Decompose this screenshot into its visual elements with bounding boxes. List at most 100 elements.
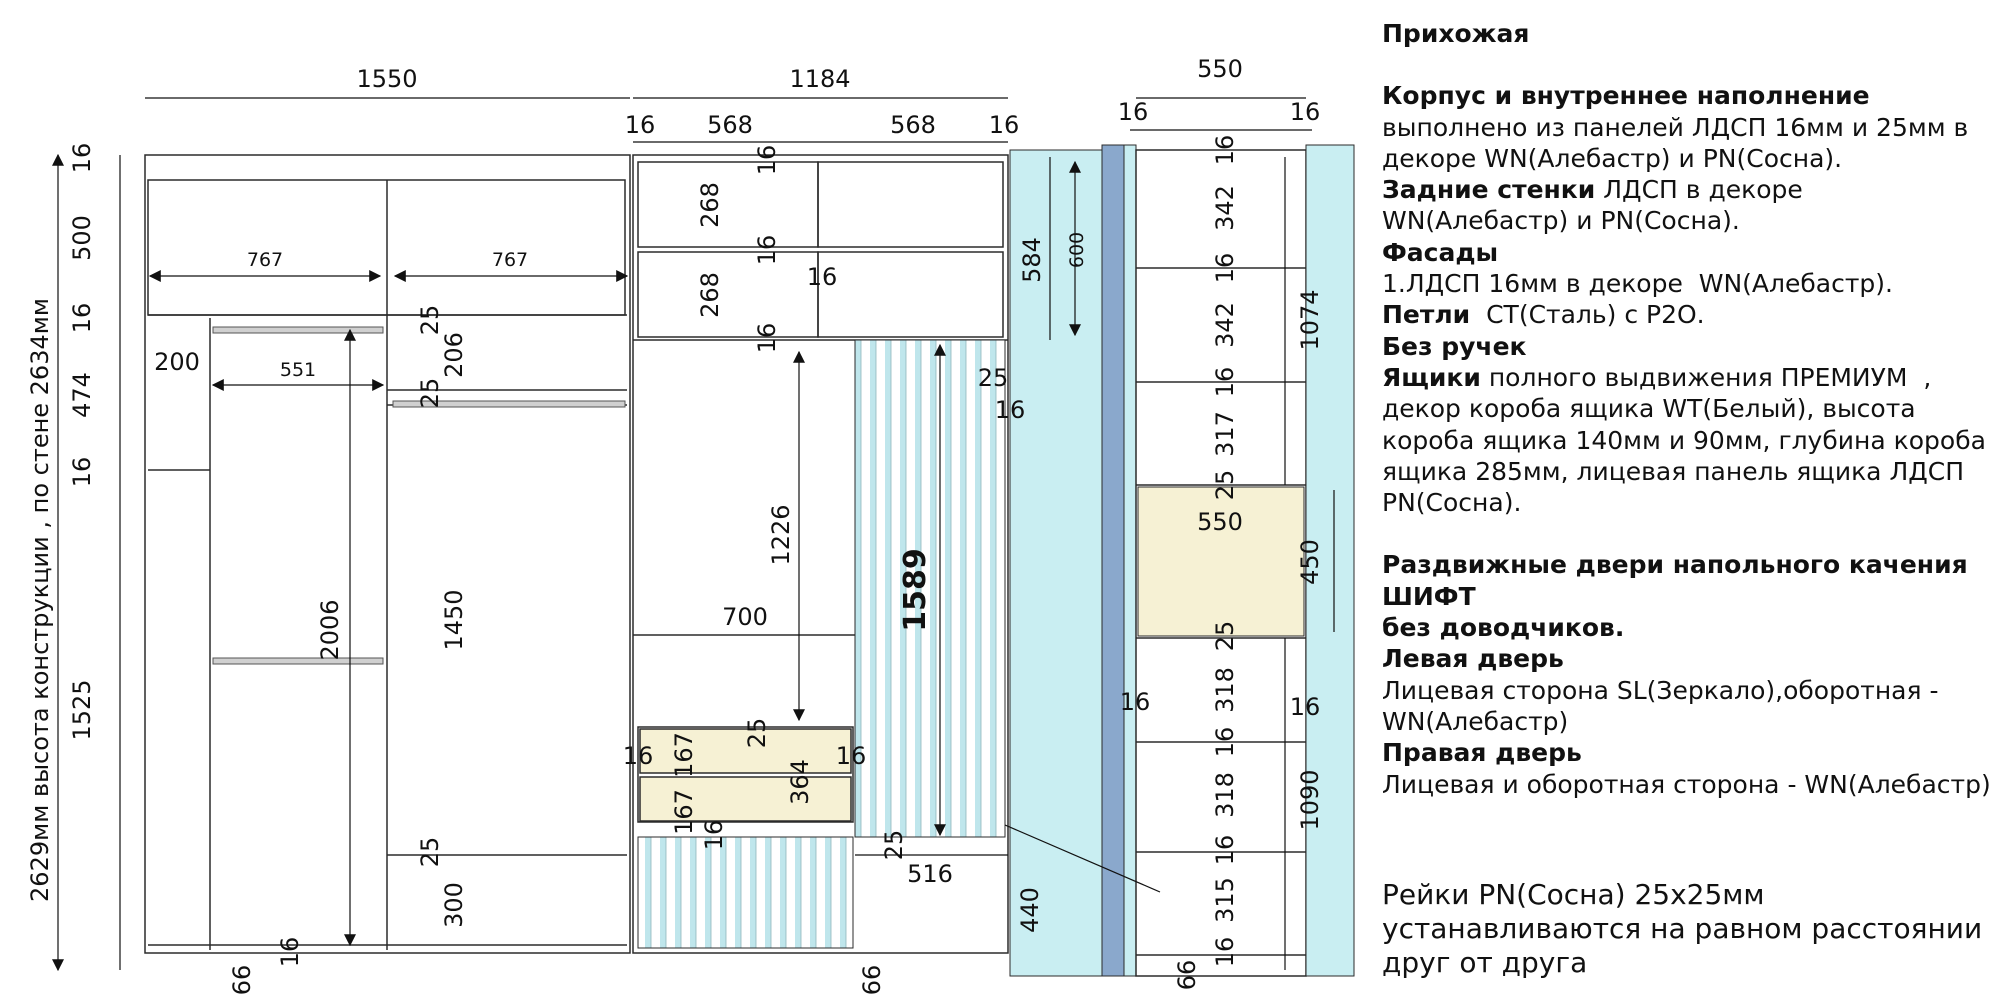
dim-16: 16 bbox=[1290, 98, 1321, 126]
dim-16: 16 bbox=[276, 937, 304, 968]
dim-550-top: 550 bbox=[1197, 55, 1243, 83]
dim-440: 440 bbox=[1016, 887, 1044, 933]
dim-767: 767 bbox=[492, 249, 528, 271]
left-door-text: Лицевая сторона SL(Зеркало),оборотная - … bbox=[1382, 675, 1947, 736]
dim-16: 16 bbox=[836, 742, 867, 770]
dim-1074: 1074 bbox=[1296, 289, 1324, 350]
right-end-panel bbox=[1305, 144, 1355, 977]
hanging-rails bbox=[212, 326, 626, 665]
dim-167: 167 bbox=[670, 789, 698, 835]
dim-200: 200 bbox=[154, 348, 200, 376]
body-heading: Корпус и внутреннее наполнение bbox=[1382, 81, 1870, 111]
furniture-drawing: 1550 1184 550 16 568 568 16 16 16 2629мм… bbox=[26, 55, 1355, 996]
dim-16: 16 bbox=[1211, 253, 1239, 284]
dim-16: 16 bbox=[625, 111, 656, 139]
dim-16: 16 bbox=[1120, 688, 1151, 716]
dim-25: 25 bbox=[880, 830, 908, 861]
dim-317: 317 bbox=[1211, 411, 1239, 457]
blue-side-panel bbox=[1101, 144, 1125, 977]
dim-1589: 1589 bbox=[898, 548, 933, 632]
fronts-heading: Фасады bbox=[1382, 237, 1499, 267]
dim-1450: 1450 bbox=[440, 589, 468, 650]
dim-167: 167 bbox=[670, 732, 698, 778]
right-door-heading: Правая дверь bbox=[1382, 738, 1582, 768]
body-text: выполнено из панелей ЛДСП 16мм и 25мм в … bbox=[1382, 112, 1977, 173]
dim-16: 16 bbox=[68, 143, 96, 174]
dim-16: 16 bbox=[1211, 367, 1239, 398]
dim-1184: 1184 bbox=[789, 65, 850, 93]
dim-16: 16 bbox=[753, 323, 781, 354]
slat-panel-vertical bbox=[854, 339, 1006, 838]
dim-584: 584 bbox=[1018, 237, 1046, 283]
dim-16: 16 bbox=[1211, 727, 1239, 758]
left-door-heading: Левая дверь bbox=[1382, 644, 1564, 674]
dim-25: 25 bbox=[978, 364, 1009, 392]
dim-315: 315 bbox=[1211, 877, 1239, 923]
dim-550: 550 bbox=[1197, 508, 1243, 536]
dim-16: 16 bbox=[1211, 937, 1239, 968]
middle-module bbox=[632, 154, 1009, 954]
dim-16: 16 bbox=[1118, 98, 1149, 126]
slat-panel-bottom bbox=[637, 836, 854, 949]
drawers-line: Ящики полного выдвижения ПРЕМИУМ , декор… bbox=[1382, 362, 1992, 518]
dim-1525: 1525 bbox=[68, 679, 96, 740]
dim-25: 25 bbox=[1211, 621, 1239, 652]
dim-66: 66 bbox=[858, 965, 886, 996]
rails-note: Рейки PN(Сосна) 25х25мм устанавливаются … bbox=[1382, 878, 1992, 980]
hinges-line: Петли СТ(Сталь) с Р2О. bbox=[1382, 299, 1992, 330]
drawers-heading: Ящики bbox=[1382, 362, 1481, 392]
dim-700: 700 bbox=[722, 603, 768, 631]
dim-16: 16 bbox=[989, 111, 1020, 139]
dim-16: 16 bbox=[753, 235, 781, 266]
dim-268: 268 bbox=[696, 182, 724, 228]
dim-16: 16 bbox=[1211, 835, 1239, 866]
dim-1550: 1550 bbox=[356, 65, 417, 93]
drawer-front bbox=[1137, 486, 1305, 637]
dim-551: 551 bbox=[280, 359, 316, 381]
dim-25: 25 bbox=[416, 305, 444, 336]
dim-16: 16 bbox=[700, 820, 728, 851]
dim-16: 16 bbox=[995, 396, 1026, 424]
dim-1226: 1226 bbox=[767, 504, 795, 565]
dim-568: 568 bbox=[890, 111, 936, 139]
dim-16: 16 bbox=[1290, 693, 1321, 721]
dim-474: 474 bbox=[68, 372, 96, 418]
dim-16: 16 bbox=[623, 742, 654, 770]
gap-strip bbox=[1123, 144, 1137, 977]
dim-364: 364 bbox=[786, 759, 814, 805]
dimension-lines bbox=[52, 97, 1335, 972]
dim-25: 25 bbox=[1211, 470, 1239, 501]
doors-heading-2: без доводчиков. bbox=[1382, 613, 1625, 643]
hinges-text: СТ(Сталь) с Р2О. bbox=[1470, 300, 1705, 330]
doors-heading: Раздвижные двери напольного качения ШИФТ bbox=[1382, 550, 1977, 611]
dim-25: 25 bbox=[743, 718, 771, 749]
dim-16: 16 bbox=[68, 303, 96, 334]
dim-66: 66 bbox=[228, 965, 256, 996]
dim-516: 516 bbox=[907, 860, 953, 888]
dim-1090: 1090 bbox=[1296, 769, 1324, 830]
dim-767: 767 bbox=[247, 249, 283, 271]
left-wardrobe bbox=[144, 154, 631, 954]
dim-568: 568 bbox=[707, 111, 753, 139]
dim-16: 16 bbox=[1211, 135, 1239, 166]
dim-206: 206 bbox=[440, 332, 468, 378]
dim-300: 300 bbox=[440, 882, 468, 928]
dim-600: 600 bbox=[1066, 232, 1088, 268]
drawers-text: полного выдвижения ПРЕМИУМ , декор короб… bbox=[1382, 362, 1994, 518]
total-height-label: 2629мм высота конструкции , по стене 263… bbox=[26, 298, 54, 902]
dim-500: 500 bbox=[68, 215, 96, 261]
dim-16: 16 bbox=[807, 263, 838, 291]
dim-318: 318 bbox=[1211, 772, 1239, 818]
dim-268: 268 bbox=[696, 272, 724, 318]
hinges-heading: Петли bbox=[1382, 300, 1471, 330]
dim-342: 342 bbox=[1211, 302, 1239, 348]
dim-25: 25 bbox=[416, 837, 444, 868]
dim-66: 66 bbox=[1173, 960, 1201, 991]
backs-text: ЛДСП в декоре WN(Алебастр) и PN(Сосна). bbox=[1382, 175, 1811, 236]
dim-342: 342 bbox=[1211, 185, 1239, 231]
dim-318: 318 bbox=[1211, 667, 1239, 713]
right-door-text: Лицевая и оборотная сторона - WN(Алебаст… bbox=[1382, 769, 1991, 799]
dim-450: 450 bbox=[1296, 539, 1324, 585]
backs-line: Задние стенки ЛДСП в декоре WN(Алебастр)… bbox=[1382, 174, 1992, 237]
dim-16: 16 bbox=[753, 145, 781, 176]
